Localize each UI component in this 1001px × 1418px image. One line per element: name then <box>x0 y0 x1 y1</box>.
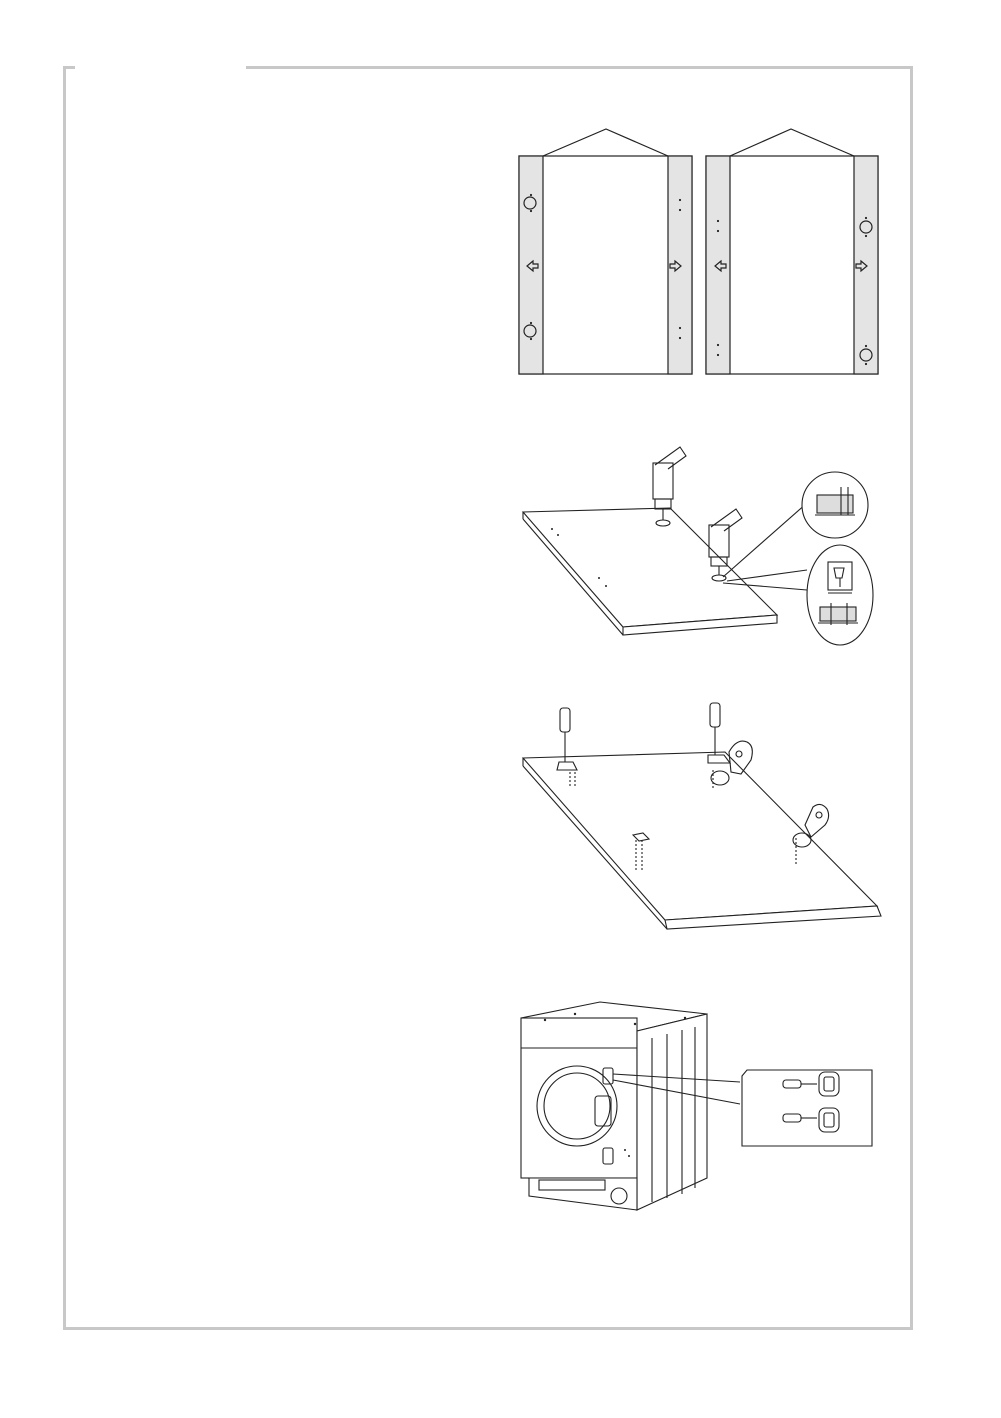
frame-top-left <box>63 66 75 69</box>
figure-door-panels <box>505 125 890 380</box>
door-panels-icon <box>505 125 890 380</box>
washing-machine-icon <box>515 1000 880 1222</box>
frame-top-right <box>246 66 913 69</box>
screwdriver-icon <box>515 700 887 935</box>
figure-screwing-hinges <box>515 700 887 935</box>
drill-icon <box>515 435 880 650</box>
figure-appliance <box>515 1000 880 1222</box>
figure-drilling <box>515 435 880 650</box>
